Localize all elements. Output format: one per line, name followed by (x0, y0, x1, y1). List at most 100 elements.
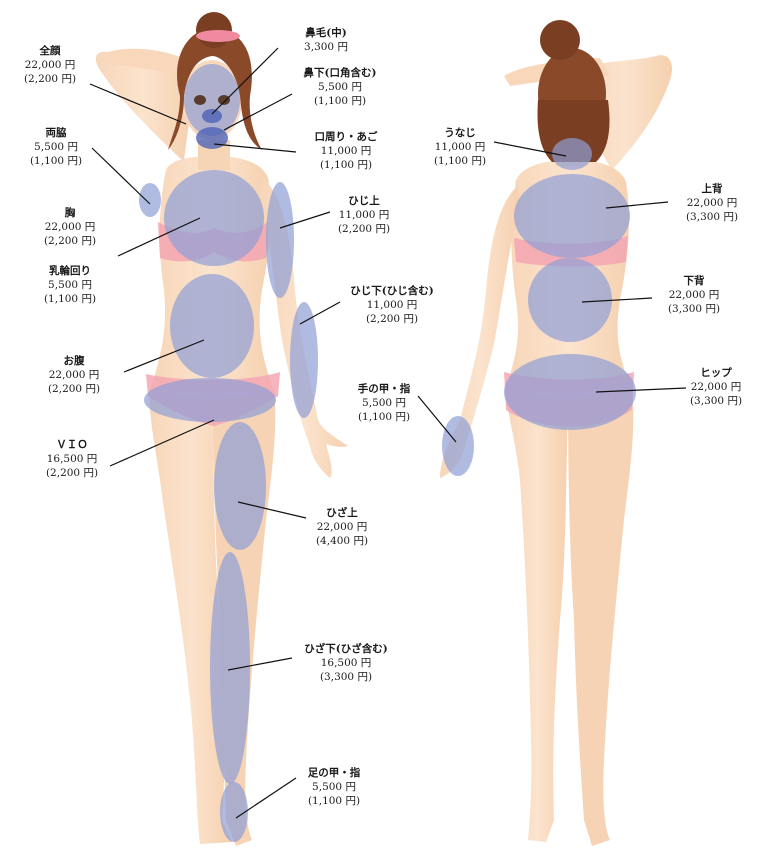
zone-mouth-chin (196, 127, 228, 149)
area-sub-price: (1,100 円) (313, 95, 367, 107)
area-name: ひじ上 (348, 195, 380, 207)
back-figure (440, 20, 673, 846)
leader-underarms (91, 147, 151, 205)
area-name: 下背 (683, 275, 705, 287)
leader-above-knee (237, 501, 307, 519)
area-sub-price: (2,200 円) (337, 223, 391, 235)
zone-lower-back (528, 258, 612, 342)
leader-nape (493, 141, 567, 157)
label-upper-back: 上背 22,000 円 (3,300 円) (686, 182, 738, 224)
area-sub-price: (3,300 円) (319, 671, 373, 683)
area-sub-price: (1,100 円) (43, 293, 97, 305)
area-name: 全顔 (39, 45, 61, 57)
leader-lower-back (581, 297, 653, 303)
zone-vio (144, 378, 276, 422)
zone-hip (504, 354, 636, 430)
zone-below-knee (210, 552, 250, 784)
zone-chest (164, 170, 264, 266)
area-sub-price: (2,200 円) (47, 383, 101, 395)
area-price: 16,500 円 (320, 657, 372, 669)
leader-upper-elbow (279, 211, 331, 229)
area-name: うなじ (444, 127, 476, 139)
area-sub-price: (2,200 円) (23, 73, 77, 85)
leader-vio (109, 419, 215, 467)
area-name: 上背 (701, 183, 723, 195)
back-left-leg (506, 390, 568, 842)
zone-nose-hair (202, 109, 222, 123)
area-name: ひじ下(ひじ含む) (350, 285, 434, 297)
area-name: 鼻下(口角含む) (303, 67, 377, 79)
back-hair-bun (540, 20, 580, 60)
area-sub-price: (1,100 円) (319, 159, 373, 171)
area-sub-price: (3,300 円) (667, 303, 721, 315)
area-price: 11,000 円 (366, 299, 418, 311)
label-under-nose: 鼻下(口角含む) 5,500 円 (1,100 円) (304, 66, 377, 108)
label-lower-elbow: ひじ下(ひじ含む) 11,000 円 (2,200 円) (350, 284, 433, 326)
area-price: 5,500 円 (318, 81, 362, 93)
front-hair (168, 28, 262, 150)
label-chest: 胸 22,000 円 (2,200 円) (44, 206, 96, 248)
label-foot: 足の甲・指 5,500 円 (1,100 円) (308, 766, 361, 808)
area-sub-price: (1,100 円) (307, 795, 361, 807)
leader-foot (235, 777, 297, 819)
area-price: 5,500 円 (48, 279, 92, 291)
front-eye-left (194, 95, 206, 105)
area-name: 胸 (64, 207, 76, 219)
area-price: 3,300 円 (304, 41, 348, 53)
area-sub-price: (2,200 円) (43, 235, 97, 247)
area-sub-price: (1,100 円) (433, 155, 487, 167)
back-hanging-arm (440, 186, 520, 478)
leader-under-nose (223, 93, 293, 131)
front-figure (95, 12, 348, 846)
area-sub-price: (1,100 円) (29, 155, 83, 167)
front-zones (139, 64, 318, 842)
zone-nape (552, 138, 592, 170)
area-sub-price: (4,400 円) (315, 535, 369, 547)
back-zones (442, 138, 636, 476)
leader-belly (123, 339, 205, 373)
area-name: 足の甲・指 (307, 767, 361, 779)
leader-chest (117, 217, 201, 257)
area-sub-price: (1,100 円) (357, 411, 411, 423)
label-above-knee: ひざ上 22,000 円 (4,400 円) (316, 506, 368, 548)
zone-upper-elbow (266, 182, 294, 298)
area-name: ひざ下(ひざ含む) (304, 643, 388, 655)
label-vio: ＶＩＯ 16,500 円 (2,200 円) (46, 438, 98, 480)
label-full-face: 全顔 22,000 円 (2,200 円) (24, 44, 76, 86)
area-name: お腹 (63, 355, 85, 367)
label-nape: うなじ 11,000 円 (1,100 円) (434, 126, 486, 168)
leader-nose-hair (211, 47, 279, 115)
leader-mouth-chin (213, 143, 297, 153)
zone-full-face (184, 64, 240, 136)
area-price: 22,000 円 (686, 197, 738, 209)
zone-upper-back (514, 174, 630, 258)
back-right-leg (568, 390, 634, 846)
area-price: 5,500 円 (312, 781, 356, 793)
label-hip: ヒップ 22,000 円 (3,300 円) (690, 366, 742, 408)
area-price: 11,000 円 (434, 141, 486, 153)
zone-lower-elbow (290, 302, 318, 418)
area-price: 22,000 円 (44, 221, 96, 233)
label-lower-back: 下背 22,000 円 (3,300 円) (668, 274, 720, 316)
area-sub-price: (3,300 円) (685, 211, 739, 223)
area-name: ひざ上 (326, 507, 358, 519)
label-nose-hair: 鼻毛(中) 3,300 円 (304, 26, 348, 54)
area-price: 22,000 円 (48, 369, 100, 381)
area-price: 22,000 円 (690, 381, 742, 393)
front-eye-right (218, 95, 230, 105)
front-hair-scrunchie (196, 30, 240, 42)
area-sub-price: (2,200 円) (45, 467, 99, 479)
zone-hand (442, 416, 474, 476)
leader-below-knee (227, 657, 293, 671)
area-price: 22,000 円 (24, 59, 76, 71)
label-hand: 手の甲・指 5,500 円 (1,100 円) (358, 382, 411, 424)
zone-above-knee (214, 422, 266, 550)
area-name: 両脇 (45, 127, 67, 139)
leader-lines (89, 47, 687, 819)
area-name: ヒップ (700, 367, 732, 379)
area-price: 22,000 円 (668, 289, 720, 301)
area-name: 乳輪回り (49, 265, 91, 277)
area-price: 5,500 円 (362, 397, 406, 409)
label-underarms: 両脇 5,500 円 (1,100 円) (30, 126, 82, 168)
